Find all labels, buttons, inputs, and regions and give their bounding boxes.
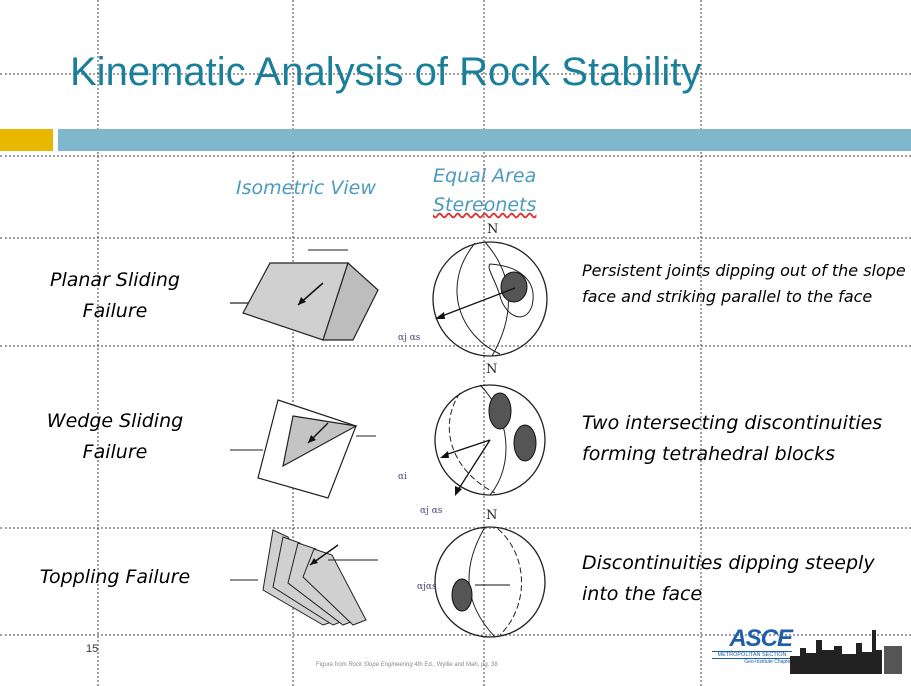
description-toppling: Discontinuities dipping steeply into the… xyxy=(582,552,875,605)
stereonet-planar xyxy=(432,241,548,357)
isometric-wedge-diagram xyxy=(230,399,376,499)
description-wedge: Two intersecting discontinuities forming… xyxy=(582,412,883,465)
label-line: Wedge Sliding xyxy=(46,410,184,432)
header-stereonets: Equal Area Stereonets xyxy=(433,162,536,220)
accent-bar-blue xyxy=(58,129,911,151)
page-number: 15 xyxy=(86,643,99,655)
label-line: Planar Sliding xyxy=(50,269,180,291)
slide-title: Kinematic Analysis of Rock Stability xyxy=(70,50,702,94)
city-skyline-icon xyxy=(790,630,902,674)
north-label: N xyxy=(486,508,498,523)
alpha-label: αj αs xyxy=(398,333,421,343)
stereonet-toppling xyxy=(434,526,546,638)
alpha-label: αjαs xyxy=(417,582,437,592)
row-label-toppling: Toppling Failure xyxy=(25,562,205,593)
logo-line2: Geo-Institute Chapter xyxy=(744,659,792,665)
label-line: Toppling Failure xyxy=(39,566,191,588)
caption-book: Rock Slope Engineering xyxy=(348,662,413,668)
isometric-toppling-diagram xyxy=(230,529,378,626)
description-planar: Persistent joints dipping out of the slo… xyxy=(582,261,906,306)
row-label-planar: Planar Sliding Failure xyxy=(30,265,200,327)
caption-text: Figure from xyxy=(316,662,349,668)
figure-caption: Figure from Rock Slope Engineering 4th E… xyxy=(316,662,498,668)
header-line: Stereonets xyxy=(433,194,537,216)
label-line: Failure xyxy=(82,300,148,322)
logo-name: ASCE xyxy=(729,625,793,652)
logo-line1: METROPOLITAN SECTION xyxy=(712,651,792,659)
label-line: Failure xyxy=(82,441,148,463)
stereonet-wedge xyxy=(434,384,546,496)
isometric-planar-diagram xyxy=(230,249,379,341)
row-label-wedge: Wedge Sliding Failure xyxy=(30,406,200,468)
caption-text: 4th Ed., Wyllie and Mah, pg. 38 xyxy=(412,662,498,668)
accent-bar-yellow xyxy=(0,129,53,151)
header-line: Equal Area xyxy=(433,165,537,187)
alpha-label: αj αs xyxy=(420,506,443,516)
north-label: N xyxy=(487,222,499,237)
alpha-label: αi xyxy=(398,472,407,482)
asce-logo: ASCE METROPOLITAN SECTION Geo-Institute … xyxy=(712,625,793,665)
north-label: N xyxy=(486,362,498,377)
header-isometric-view: Isometric View xyxy=(236,177,376,199)
